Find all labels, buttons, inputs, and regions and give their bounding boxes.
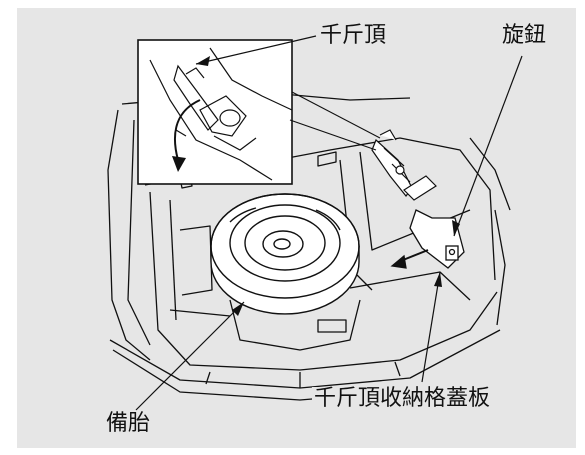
jack-cover-label: 千斤頂收納格蓋板 bbox=[312, 386, 493, 411]
leader-lines bbox=[135, 35, 523, 411]
spare-tire-drawing bbox=[210, 193, 360, 315]
knob-leader-line bbox=[453, 55, 523, 237]
jack-cover-drawing bbox=[390, 209, 465, 269]
jack-leader-line bbox=[195, 35, 317, 65]
spare-tire-label: 備胎 bbox=[104, 411, 153, 436]
spare-leader-line bbox=[135, 301, 245, 411]
jack-detail-inset bbox=[137, 39, 293, 185]
knob-label: 旋鈕 bbox=[500, 23, 549, 48]
leader-arrowheads bbox=[196, 56, 460, 316]
cover-leader-line bbox=[421, 271, 441, 383]
jack-label: 千斤頂 bbox=[318, 23, 389, 48]
inset-connector-lines bbox=[289, 91, 381, 151]
jack-in-compartment bbox=[371, 129, 437, 201]
rotation-arrow bbox=[174, 99, 201, 161]
